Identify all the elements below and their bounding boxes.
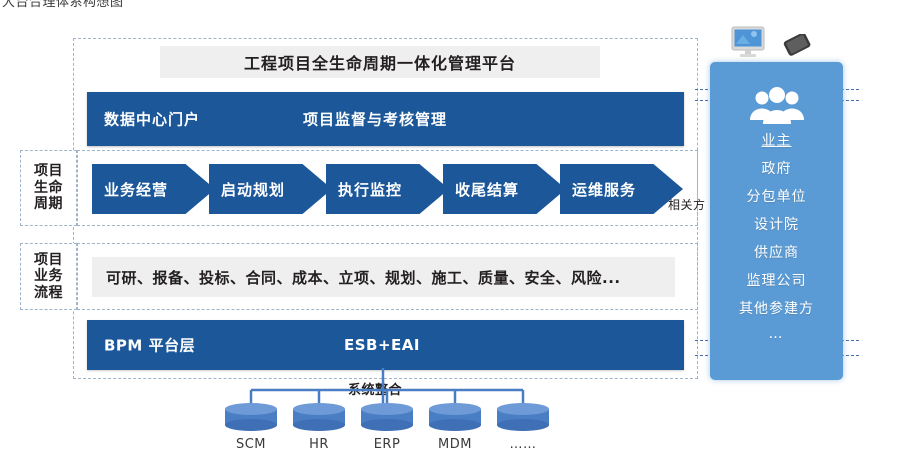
lifecycle-stage-2-label: 执行监控	[338, 180, 403, 199]
stakeholder-item-2[interactable]: 分包单位	[746, 189, 807, 205]
system-db-hr[interactable]: HR	[293, 403, 345, 452]
lifecycle-label-line-1: 项目	[34, 163, 63, 180]
lifecycle-stage-4[interactable]: 运维服务	[560, 164, 683, 214]
system-integration-connectors	[249, 368, 525, 404]
page-title: 工程项目全生命周期一体化管理平台	[160, 46, 600, 78]
business-process-side-label: 项目 业务 流程	[20, 243, 77, 310]
smartphone-icon	[783, 34, 811, 56]
portal-bar-left-label: 数据中心门户	[104, 110, 201, 129]
business-process-band	[77, 243, 698, 310]
system-db-erp[interactable]: ERP	[361, 403, 413, 452]
lifecycle-stage-row: 业务经营 启动规划 执行监控 收尾结算 运维服务	[92, 164, 683, 214]
stakeholder-item-7: …	[768, 326, 785, 342]
bpm-platform-right-label: ESB+EAI	[344, 336, 420, 354]
lifecycle-label-line-3: 周期	[34, 196, 63, 213]
stakeholder-item-4[interactable]: 供应商	[754, 245, 799, 261]
system-db-scm-label: SCM	[235, 437, 267, 452]
desktop-monitor-icon	[731, 26, 765, 57]
business-process-items: 可研、报备、投标、合同、成本、立项、规划、施工、质量、安全、风险...	[106, 268, 621, 287]
lifecycle-stage-0[interactable]: 业务经营	[92, 164, 215, 214]
lifecycle-stage-1[interactable]: 启动规划	[209, 164, 332, 214]
lifecycle-stage-3-label: 收尾结算	[455, 180, 520, 199]
stakeholder-caption: 相关方	[668, 198, 706, 212]
process-label-line-2: 业务	[34, 268, 63, 285]
stakeholder-item-5[interactable]: 监理公司	[746, 273, 807, 289]
stakeholder-item-0[interactable]: 业主	[761, 133, 792, 149]
system-db-mdm[interactable]: MDM	[429, 403, 481, 452]
process-label-line-3: 流程	[34, 284, 63, 301]
business-process-bar: 可研、报备、投标、合同、成本、立项、规划、施工、质量、安全、风险...	[92, 257, 675, 297]
database-cylinder-icon	[361, 403, 413, 431]
stakeholder-item-1[interactable]: 政府	[761, 161, 792, 177]
bpm-platform-bar: BPM 平台层 ESB+EAI	[87, 320, 684, 370]
database-cylinder-icon	[225, 403, 277, 431]
lifecycle-stage-0-label: 业务经营	[104, 180, 169, 199]
stakeholder-item-6[interactable]: 其他参建方	[739, 301, 814, 317]
lifecycle-stage-2[interactable]: 执行监控	[326, 164, 449, 214]
database-cylinder-icon	[429, 403, 481, 431]
stakeholder-list: 业主 政府 分包单位 设计院 供应商 监理公司 其他参建方 …	[710, 130, 843, 342]
lifecycle-side-label: 项目 生命 周期	[20, 150, 77, 226]
system-database-row: SCM HR ERP MDM ……	[215, 403, 575, 461]
data-center-portal-bar: 数据中心门户 项目监督与考核管理	[87, 92, 684, 146]
system-db-scm[interactable]: SCM	[225, 403, 277, 452]
device-icons	[730, 26, 825, 62]
lifecycle-stage-3[interactable]: 收尾结算	[443, 164, 566, 214]
top-caption: 大台合理体系构想图	[2, 0, 124, 10]
lifecycle-stage-1-label: 启动规划	[221, 180, 286, 199]
portal-bar-right-label: 项目监督与考核管理	[303, 110, 448, 129]
process-label-line-1: 项目	[34, 251, 63, 268]
lifecycle-label-line-2: 生命	[34, 179, 63, 196]
system-db-mdm-label: MDM	[438, 437, 472, 452]
database-cylinder-icon	[293, 403, 345, 431]
database-cylinder-icon	[497, 403, 549, 431]
system-db-erp-label: ERP	[373, 437, 401, 452]
lifecycle-band	[77, 150, 698, 226]
system-db-more[interactable]: ……	[497, 403, 549, 452]
system-db-more-label: ……	[509, 437, 537, 452]
system-db-hr-label: HR	[309, 437, 329, 452]
stakeholder-panel: 业主 政府 分包单位 设计院 供应商 监理公司 其他参建方 …	[710, 62, 843, 380]
people-group-icon	[749, 87, 804, 124]
lifecycle-stage-4-label: 运维服务	[572, 180, 637, 199]
bpm-platform-left-label: BPM 平台层	[104, 336, 196, 355]
stakeholder-item-3[interactable]: 设计院	[754, 217, 799, 233]
